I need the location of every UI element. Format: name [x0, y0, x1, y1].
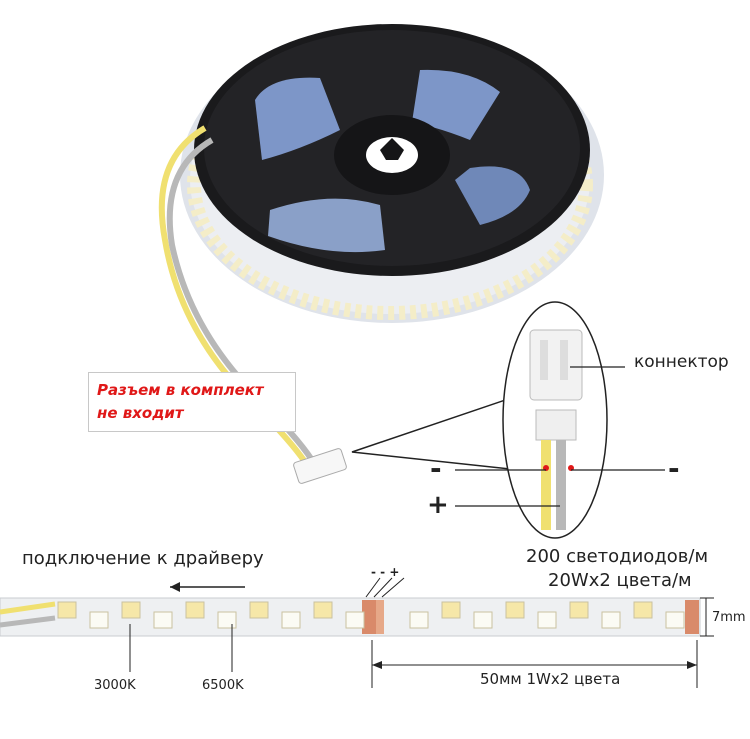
segment-label: 50мм 1Wx2 цвета: [480, 670, 621, 688]
led-chip: [409, 611, 429, 629]
not-included-line1: Разъем в комплект: [97, 381, 264, 399]
led-chip: [249, 601, 269, 619]
direction-arrow: [170, 582, 245, 592]
connector-label: коннектор: [634, 352, 729, 372]
wire-connector: [293, 448, 347, 484]
led-reel: [180, 24, 604, 323]
led-chip: [505, 601, 525, 619]
not-included-line2: не входит: [97, 404, 184, 422]
plus-label: +: [427, 490, 449, 520]
minus-left-label: -: [430, 452, 442, 485]
led-chip: [345, 611, 365, 629]
driver-connection-label: подключение к драйверу: [22, 548, 264, 569]
warm-temp-label: 3000K: [94, 678, 136, 693]
zoom-callout: [351, 301, 665, 539]
led-chip: [633, 601, 653, 619]
led-chip: [185, 601, 205, 619]
leds-per-meter-label: 200 светодиодов/м: [526, 546, 709, 567]
led-chip: [537, 611, 557, 629]
led-strip: [0, 597, 701, 637]
power-per-meter-label: 20Wx2 цвета/м: [548, 570, 692, 591]
led-chip: [601, 611, 621, 629]
segment-dimension: [371, 640, 698, 688]
led-chip: [313, 601, 333, 619]
width-label: 7mm: [712, 610, 746, 625]
polarity-label: - - +: [371, 565, 400, 579]
led-chip: [217, 611, 237, 629]
width-dimension: [700, 597, 714, 637]
led-chip: [57, 601, 77, 619]
minus-right-label: -: [668, 452, 680, 485]
led-chip: [441, 601, 461, 619]
led-chip: [121, 601, 141, 619]
led-chip: [665, 611, 685, 629]
led-chip: [473, 611, 493, 629]
led-chip: [281, 611, 301, 629]
cool-temp-label: 6500K: [202, 678, 244, 693]
led-chip: [89, 611, 109, 629]
led-chip: [153, 611, 173, 629]
led-chip: [569, 601, 589, 619]
not-included-note: Разъем в комплект не входит: [88, 372, 296, 432]
